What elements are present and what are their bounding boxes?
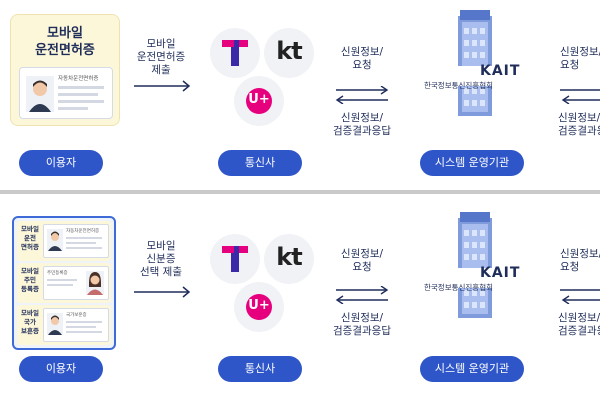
request-text-right: 신원정보/ 요청 <box>560 248 600 273</box>
person-avatar-icon <box>47 313 63 339</box>
card-line <box>58 107 88 110</box>
kait-building-icon <box>446 10 504 116</box>
card-line <box>66 321 102 323</box>
card-line <box>58 100 104 103</box>
card-line <box>66 326 96 328</box>
system-operator-pill: 시스템 운영기관 <box>420 150 524 176</box>
user-pill: 이용자 <box>19 356 103 382</box>
response-text: 신원정보/ 검증결과응답 <box>333 312 391 337</box>
submit-id-text: 모바일 신분증 선택 제출 <box>140 240 182 278</box>
card-line <box>66 247 102 249</box>
org-name: 한국정보통신진흥협회 <box>424 283 493 292</box>
license-card-label: 자동차운전면허증 <box>58 76 99 82</box>
exchange-arrows-right-icon <box>560 89 600 104</box>
exchange-arrows-right-icon <box>560 289 600 304</box>
kt-logo-icon: kt <box>264 234 314 284</box>
org-name: 한국정보통신진흥협회 <box>424 81 493 90</box>
user-pill: 이용자 <box>19 150 103 176</box>
kt-logo-icon: kt <box>264 28 314 78</box>
response-text-right: 신원정보/ 검증결과응답 <box>558 312 600 337</box>
kait-label: KAIT <box>480 265 521 281</box>
person-avatar-icon <box>26 76 54 112</box>
card-line <box>47 279 77 281</box>
card-line <box>47 284 73 286</box>
exchange-arrows-icon <box>335 86 389 104</box>
arrow-right-icon <box>134 286 191 298</box>
submit-license-text: 모바일 운전면허증 제출 <box>136 38 186 76</box>
person-avatar-female-icon <box>86 271 104 299</box>
license-id-card: 자동차운전면허증 <box>19 67 113 119</box>
card2-inner: 주민등록증 <box>43 266 109 300</box>
card2-label: 주민등록증 <box>47 271 68 276</box>
card1-inner: 자동차운전면허증 <box>43 224 109 258</box>
telecom-pill: 통신사 <box>218 150 302 176</box>
request-text-right: 신원정보/ 요청 <box>560 46 600 71</box>
top-flow-panel: 모바일 운전면허증 자동차운전면허증 모바일 운전면허증 제출 <box>0 0 600 188</box>
telecom-pill: 통신사 <box>218 356 302 382</box>
skt-logo-icon <box>210 234 260 284</box>
card-line <box>66 242 96 244</box>
exchange-arrows-icon <box>335 286 389 304</box>
kait-label: KAIT <box>480 63 521 79</box>
response-text-right: 신원정보/ 검증결과응답 <box>558 112 600 137</box>
card3-label: 국가보훈증 <box>66 313 87 318</box>
card-line <box>58 86 104 89</box>
person-avatar-icon <box>47 229 63 255</box>
lg-uplus-logo-icon: U+ <box>234 76 284 126</box>
response-text: 신원정보/ 검증결과응답 <box>333 112 391 137</box>
kait-building-icon <box>446 212 504 318</box>
skt-logo-icon <box>210 28 260 78</box>
card-line <box>66 331 102 333</box>
panel-divider <box>0 190 600 194</box>
card1-label: 자동차운전면허증 <box>66 229 100 234</box>
card-line <box>58 93 98 96</box>
license-card-frame: 모바일 운전면허증 자동차운전면허증 <box>10 14 120 126</box>
card-line <box>66 237 102 239</box>
system-operator-pill: 시스템 운영기관 <box>420 356 524 382</box>
arrow-right-icon <box>134 80 191 92</box>
request-text: 신원정보/ 요청 <box>340 46 384 71</box>
lg-uplus-logo-icon: U+ <box>234 282 284 332</box>
license-title: 모바일 운전면허증 <box>35 26 95 58</box>
request-text: 신원정보/ 요청 <box>340 248 384 273</box>
card3-inner: 국가보훈증 <box>43 308 109 342</box>
